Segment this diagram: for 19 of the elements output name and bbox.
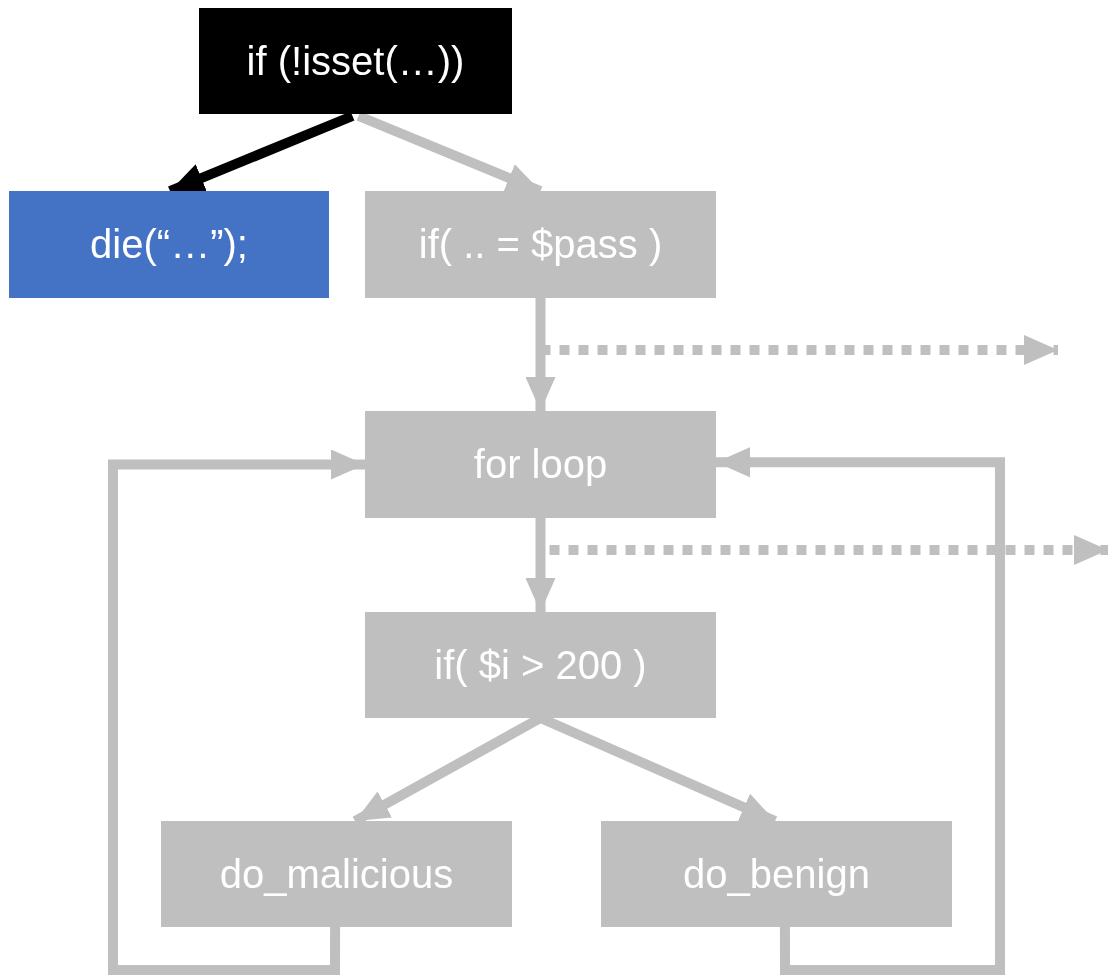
exit-box xyxy=(9,191,329,298)
dotted-arrow xyxy=(549,535,1108,565)
arrow xyxy=(108,449,365,975)
code-text: die(“…”); xyxy=(90,222,248,267)
process-box xyxy=(161,821,512,927)
code-text: if( .. = $pass ) xyxy=(418,222,663,267)
code-text: do_benign xyxy=(683,851,870,897)
code-text: if (!isset(…)) xyxy=(246,38,465,84)
code-text: if( $i > 200 ) xyxy=(434,642,647,688)
process-box xyxy=(365,612,716,718)
code-text: do_malicious xyxy=(219,851,454,897)
arrow xyxy=(525,298,556,411)
arrow xyxy=(525,518,556,612)
arrow xyxy=(716,447,1005,975)
condition-box xyxy=(199,8,512,114)
code-text: for loop xyxy=(473,442,608,487)
process-box xyxy=(365,411,716,518)
process-box xyxy=(601,821,952,927)
process-box xyxy=(365,191,716,298)
